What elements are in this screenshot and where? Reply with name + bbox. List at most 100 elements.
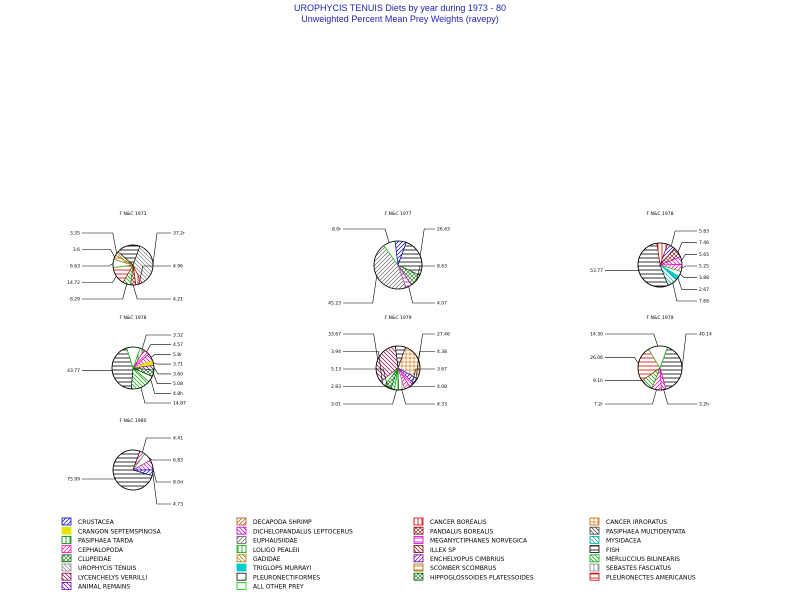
legend-swatch <box>589 526 600 535</box>
value-label: 8.0r <box>332 227 341 233</box>
value-label: 4.07 <box>437 301 447 307</box>
leader-line <box>152 464 171 483</box>
value-label: 40.14 <box>699 332 712 338</box>
legend-label: PASIPHAEA TARDA <box>78 538 134 545</box>
legend-label: LOLIGO PEALEII <box>253 547 300 554</box>
leader-line <box>132 284 171 300</box>
pie-7: F N&C 1980CEPHALOPODA 4.41ALL OTHER PREY… <box>67 418 183 508</box>
value-label: 4.96 <box>173 264 183 270</box>
legend-swatch <box>589 563 600 572</box>
leader-line <box>419 228 435 256</box>
legend-item: ENCHELYOPUS CIMBRIUS <box>413 554 505 563</box>
leader-line <box>415 265 435 281</box>
legend-item: CANCER IRRORATUS <box>589 517 667 526</box>
leader-line <box>343 351 383 384</box>
leader-line <box>418 333 435 361</box>
legend-label: LYCENCHELYS VERRILLI <box>78 574 147 581</box>
legend-label: HIPPOGLOSSOIDES PLATESSOIDES <box>430 574 534 581</box>
leader-line <box>411 368 435 386</box>
value-label: 45.23 <box>328 301 341 307</box>
legend-item: MEGANYCTIPHANES NORVEGICA <box>413 536 528 545</box>
legend-swatch <box>413 554 424 563</box>
leader-line <box>82 249 115 258</box>
legend-label: CEPHALOPODA <box>78 547 124 554</box>
legend-swatch <box>236 572 247 581</box>
legend-item: DECAPODA SHRIMP <box>236 517 312 526</box>
legend-label: MERLUCCIUS BILINEARIS <box>606 556 680 563</box>
legend-item: PASIPHAEA MULTIDENTATA <box>589 526 686 535</box>
pie-title: F N&C 1978 <box>120 315 147 321</box>
legend-label: EUPHAUSIIDAE <box>253 538 298 545</box>
value-label: 3.60 <box>173 371 183 377</box>
leader-line <box>150 354 171 358</box>
legend-label: PASIPHAEA MULTIDENTATA <box>606 528 686 535</box>
legend-swatch <box>61 582 72 590</box>
leader-line <box>152 472 171 505</box>
legend-label: ENCHELYOPUS CIMBRIUS <box>430 556 505 563</box>
legend-label: ANIMAL REMAINS <box>78 584 130 591</box>
legend-item: PANDALUS BOREALIS <box>413 526 494 535</box>
legend-swatch <box>61 545 72 553</box>
pie-4: F N&C 1978PASIPHAEA TARDA 3.32CEPHALOPOD… <box>67 315 186 407</box>
value-label: 4.41 <box>173 436 183 442</box>
leader-line <box>677 242 697 253</box>
leader-line <box>82 232 117 254</box>
legend-swatch <box>236 582 247 590</box>
legend-swatch <box>236 563 247 572</box>
pie-title: F N&C 1978 <box>647 211 674 217</box>
legend-label: ILLEX SP <box>430 547 456 554</box>
legend-item: LYCENCHELYS VERRILLI <box>61 572 147 581</box>
leader-line <box>663 389 697 405</box>
legend-swatch <box>589 536 600 544</box>
value-label: 3.94 <box>331 349 341 355</box>
pie-6: F N&C 1979FISH 40.14DICHELOPANDALUS LEPT… <box>590 315 712 408</box>
legend-swatch <box>61 563 72 572</box>
pie-2: F N&C 1977FISH 26.43CLUPEIDAE 8.63MEGANY… <box>328 211 450 307</box>
pie-5: F N&C 1979CANCER IRRORATUS 27.46CRUSTACE… <box>328 315 450 408</box>
value-label: 7.2r <box>594 402 603 408</box>
pie-title: F N&C 1977 <box>385 211 412 217</box>
value-label: 53.77 <box>590 268 603 274</box>
legend-swatch <box>413 536 424 544</box>
value-label: 8.63 <box>437 264 447 270</box>
legend-label: SEBASTES FASCIATUS <box>606 565 671 572</box>
leader-line <box>343 333 378 360</box>
value-label: 14.30 <box>590 332 603 338</box>
pie-outline <box>373 240 423 290</box>
legend-item: EUPHAUSIIDAE <box>236 536 298 545</box>
leader-line <box>343 368 388 388</box>
pie-outline <box>637 242 683 288</box>
value-label: 3.35 <box>70 231 80 237</box>
value-label: 4.38 <box>437 349 447 355</box>
value-label: 8.0d <box>173 480 183 486</box>
legend-label: UROPHYCIS TENUIS <box>78 565 137 572</box>
value-label: 4.8h <box>173 391 183 397</box>
legend-swatch <box>61 536 72 544</box>
leader-line <box>138 265 171 285</box>
legend-swatch <box>589 572 600 581</box>
leader-line <box>408 286 435 304</box>
legend-swatch <box>236 545 247 553</box>
legend-swatch <box>236 517 247 526</box>
value-label: 3.67 <box>437 367 447 373</box>
legend-swatch <box>413 517 424 526</box>
leader-line <box>343 389 397 405</box>
leader-line <box>605 333 659 347</box>
legend-item: SEBASTES FASCIATUS <box>589 563 671 572</box>
leader-line <box>150 379 171 394</box>
legend-swatch <box>61 526 72 535</box>
legend-item: SCOMBER SCOMBRUS <box>413 563 496 572</box>
value-label: 3.2h <box>699 402 709 408</box>
legend-item: PLEURONECTIFORMES <box>236 572 320 581</box>
legend-label: CLUPEIDAE <box>78 556 111 563</box>
legend-label: PLEURONECTIFORMES <box>253 574 320 581</box>
leader-line <box>343 228 390 243</box>
leader-line <box>681 265 697 269</box>
value-label: 4.57 <box>173 342 183 348</box>
pies-layer: F N&C 1973UROPHYCIS TENUIS 37.2CANCER BO… <box>67 211 712 508</box>
legend-label: MEGANYCTIPHANES NORVEGICA <box>430 538 528 545</box>
leader-line <box>605 389 657 405</box>
legend-item: CRUSTACEA <box>61 517 115 526</box>
value-label: 33.67 <box>328 332 341 338</box>
